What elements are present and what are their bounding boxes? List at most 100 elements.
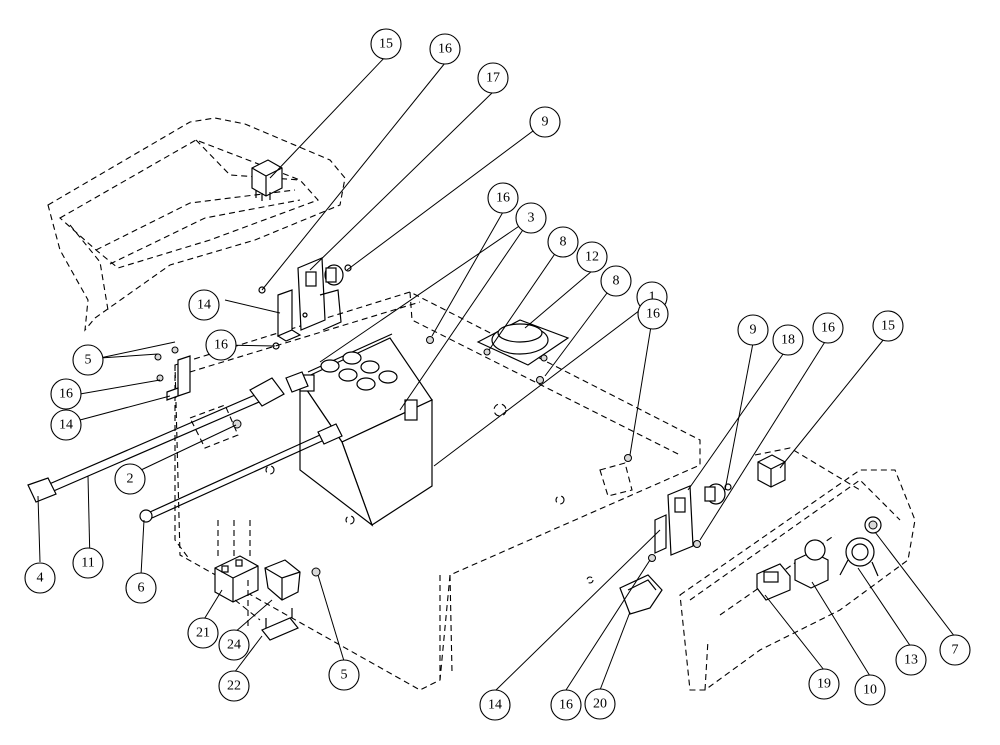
svg-text:14: 14 [59,418,73,433]
battery-cable-negative [139,423,343,523]
balloon-16-bracket: 16 [205,329,237,361]
svg-text:1: 1 [649,290,656,305]
balloon-22: 22 [218,670,250,702]
leader-lines [37,55,956,692]
balloon-3: 3 [515,202,547,234]
balloon-14-left: 14 [50,409,82,441]
balloon-24: 24 [218,629,250,661]
balloon-19: 19 [808,668,840,700]
balloon-4: 4 [24,562,56,594]
solenoid-right [704,483,732,505]
svg-text:11: 11 [81,556,94,571]
switch-boot [619,574,663,615]
svg-text:15: 15 [881,319,895,334]
balloon-16-upper: 16 [429,33,461,65]
svg-text:7: 7 [952,643,959,658]
svg-text:13: 13 [904,653,918,668]
balloon-13: 13 [895,644,927,676]
svg-text:16: 16 [559,698,573,713]
indicator-light [864,516,882,534]
nut-horn-right [536,376,544,384]
balloon-10: 10 [854,674,886,706]
svg-text:17: 17 [486,71,500,86]
svg-text:16: 16 [821,321,835,336]
svg-text:5: 5 [341,668,348,683]
relay-right [757,454,786,488]
balloon-6: 6 [125,572,157,604]
fuse-clip [261,608,299,641]
svg-text:6: 6 [138,581,145,596]
balloon-16-chassis-right: 16 [637,298,669,330]
chassis-base-plate [174,291,701,691]
battery [299,333,433,527]
svg-text:8: 8 [560,235,567,250]
svg-text:9: 9 [542,115,549,130]
balloon-15-right: 15 [872,310,904,342]
balloon-21: 21 [187,617,219,649]
svg-text:22: 22 [227,679,241,694]
balloon-20: 20 [584,688,616,720]
svg-text:10: 10 [863,683,877,698]
svg-text:16: 16 [646,307,660,322]
balloon-11: 11 [72,547,104,579]
svg-text:9: 9 [750,323,757,338]
bracket-plate-right [667,485,694,556]
gauge [839,537,879,577]
svg-text:16: 16 [214,338,228,353]
balloon-9-right: 9 [737,314,769,346]
balloon-14-upper: 14 [188,289,220,321]
balloon-15-upper: 15 [370,28,402,60]
balloon-16-chassis-top: 16 [487,182,519,214]
svg-text:4: 4 [37,571,44,586]
battery-cable-positive [27,371,309,503]
angle-bracket-right [654,514,701,554]
balloon-17: 17 [477,62,509,94]
rocker-switch [756,563,791,601]
svg-text:21: 21 [196,626,210,641]
svg-text:16: 16 [438,42,452,57]
balloon-7: 7 [939,634,971,666]
balloon-14-right: 14 [479,689,511,721]
svg-text:8: 8 [613,274,620,289]
svg-text:5: 5 [85,353,92,368]
angle-bracket-upper [258,286,302,350]
balloon-16-lower-right: 16 [550,689,582,721]
fuse-holder [214,555,259,603]
bracket-plate-upper [297,257,342,331]
angle-bracket-left [154,346,191,401]
balloon-8-upper: 8 [547,226,579,258]
svg-text:16: 16 [496,191,510,206]
key-switch [794,539,829,589]
cable-nut [232,419,242,429]
svg-text:14: 14 [197,298,211,313]
solenoid-upper [324,264,352,286]
svg-text:15: 15 [379,37,393,52]
relay-upper [251,159,283,201]
horn [476,319,570,366]
balloon-5-lower: 5 [328,659,360,691]
assembly-guide-lines [217,520,261,630]
balloon-9-upper: 9 [529,106,561,138]
balloon-12: 12 [576,241,608,273]
fuse-cover [264,559,301,601]
balloon-8-lower: 8 [600,265,632,297]
svg-text:2: 2 [127,472,134,487]
screw-right-lower [648,554,656,562]
svg-text:24: 24 [227,638,241,653]
svg-text:18: 18 [781,333,795,348]
svg-text:19: 19 [817,677,831,692]
svg-text:3: 3 [528,211,535,226]
svg-text:12: 12 [585,250,599,265]
screw-lower [311,567,321,577]
svg-text:16: 16 [59,387,73,402]
balloon-2: 2 [114,463,146,495]
screw-chassis-right [624,454,632,462]
balloon-16-right: 16 [812,312,844,344]
svg-text:14: 14 [488,698,502,713]
balloon-16-left: 16 [50,378,82,410]
balloon-5-upper: 5 [72,344,104,376]
svg-text:20: 20 [593,697,607,712]
screw-chassis-top [426,336,434,344]
balloon-18: 18 [772,324,804,356]
